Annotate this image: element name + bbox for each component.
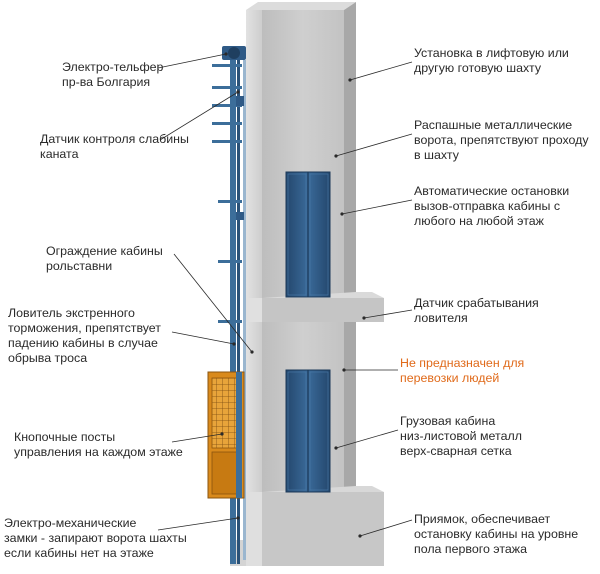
- upper-swing-gate: [285, 171, 331, 298]
- label-slack-sensor: Датчик контроля слабины каната: [40, 132, 189, 161]
- label-hoist: Электро-тельфер пр-ва Болгария: [62, 60, 164, 89]
- leader-pit: [359, 519, 413, 537]
- label-not-people: Не предназначен для перевозки людей: [400, 356, 525, 385]
- leader-cabin-guard: [173, 253, 253, 353]
- leader-cargo-cabin: [335, 429, 399, 449]
- leader-safety-catch: [171, 331, 235, 345]
- leader-button-posts: [171, 433, 223, 443]
- label-catch-sensor: Датчик срабатывания ловителя: [414, 296, 539, 325]
- leader-install: [349, 61, 413, 81]
- leader-catch-sensor: [363, 309, 413, 319]
- guide-rail: [230, 56, 246, 564]
- label-swing-gates: Распашные металлические ворота, препятст…: [414, 118, 589, 162]
- leader-auto-stops: [341, 199, 413, 215]
- hoist-motor: [222, 46, 246, 60]
- label-pit: Приямок, обеспечивает остановку кабины н…: [414, 512, 579, 556]
- label-install: Установка в лифтовую или другую готовую …: [414, 46, 569, 75]
- rail-brackets: [212, 64, 244, 323]
- leader-swing-gates: [335, 133, 413, 157]
- label-cargo-cabin: Грузовая кабина низ-листовой металл верх…: [400, 414, 522, 458]
- label-button-posts: Кнопочные посты управления на каждом эта…: [14, 430, 183, 459]
- leader-slack-sensor: [159, 91, 239, 141]
- leader-hoist: [157, 53, 227, 69]
- lower-swing-gate: [285, 369, 331, 493]
- label-safety-catch: Ловитель экстренного торможения, препятс…: [8, 306, 161, 365]
- label-cabin-guard: Ограждение кабины рольставни: [46, 244, 163, 273]
- label-auto-stops: Автоматические остановки вызов-отправка …: [414, 184, 570, 228]
- upper-floor-slab: [246, 292, 384, 322]
- leader-locks: [157, 517, 239, 531]
- label-locks: Электро-механические замки - запирают во…: [4, 516, 187, 560]
